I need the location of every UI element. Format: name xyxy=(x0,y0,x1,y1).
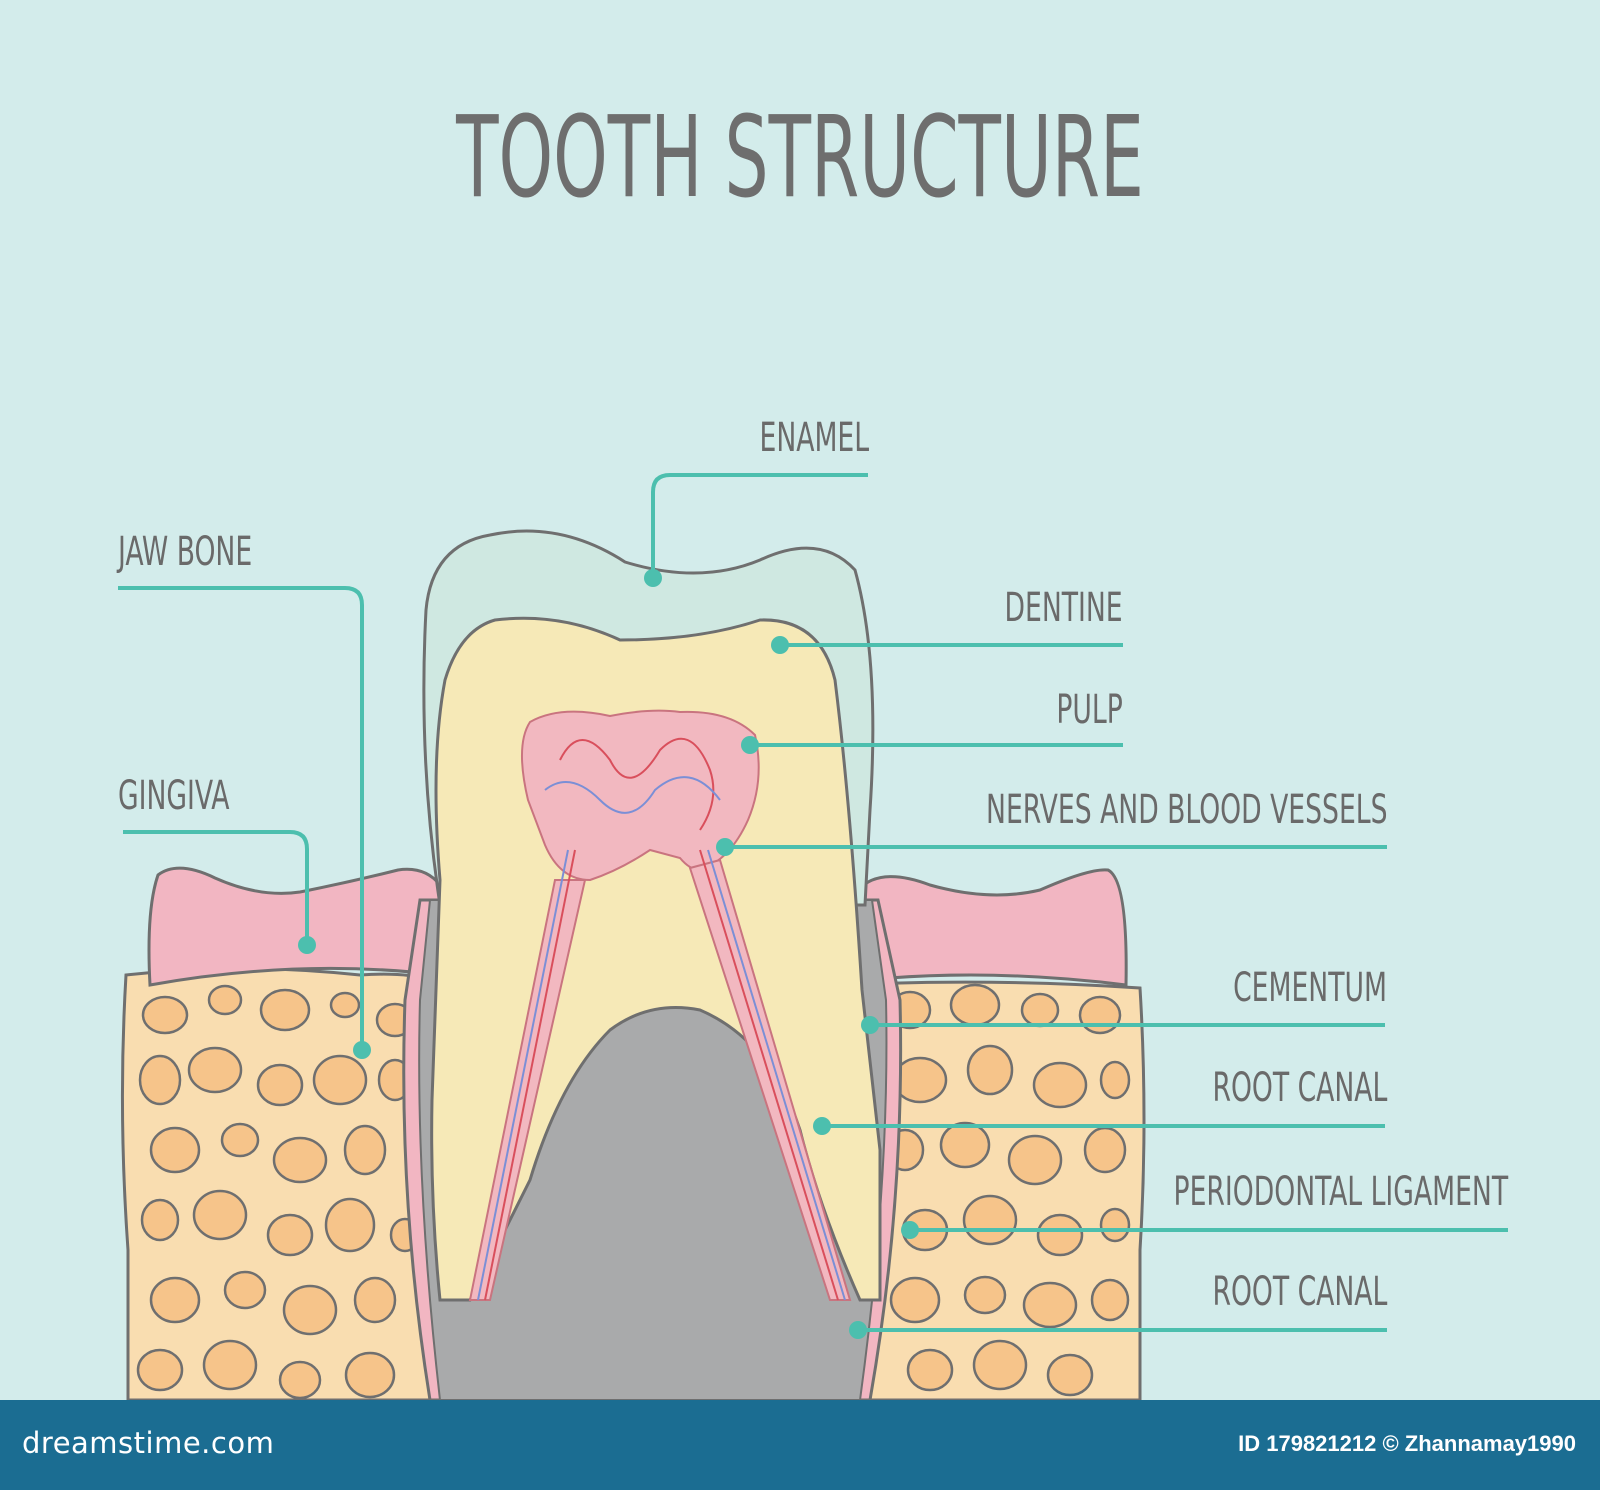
tooth-diagram xyxy=(118,473,1508,1400)
bone-cell xyxy=(1083,1126,1127,1174)
bone-cell xyxy=(1090,1278,1130,1322)
bone-cell xyxy=(1007,1134,1063,1186)
bone-cell xyxy=(949,983,1001,1027)
bone-cell xyxy=(1078,995,1122,1035)
bone-cell xyxy=(138,1054,182,1106)
footer-brand[interactable]: dreamstime.com xyxy=(22,1426,275,1460)
bone-cell xyxy=(1036,1213,1084,1257)
bone-cell xyxy=(202,1339,258,1391)
leader-lines xyxy=(118,473,1508,1332)
bone-cell xyxy=(1099,1060,1131,1100)
bone-cell xyxy=(1099,1207,1131,1243)
bone-cell xyxy=(962,1194,1018,1246)
bone-cell xyxy=(272,1136,328,1184)
footer-credit: ID 179821212 © Zhannamay1990 xyxy=(1238,1431,1576,1456)
bone-cell xyxy=(1032,1061,1088,1109)
bone-cell xyxy=(1022,1281,1078,1329)
label-periodontal-ligament: PERIODONTAL LIGAMENT xyxy=(1173,1169,1508,1215)
label-enamel: ENAMEL xyxy=(759,415,869,461)
bone-cell xyxy=(329,991,361,1019)
label-pulp: PULP xyxy=(1056,687,1123,733)
bone-cell xyxy=(1020,992,1060,1028)
leader-dots xyxy=(298,569,919,1339)
bone-cell xyxy=(192,1189,248,1241)
bone-cell xyxy=(966,1044,1014,1096)
label-dentine: DENTINE xyxy=(1004,585,1123,631)
bone-cell xyxy=(207,984,243,1016)
bone-cell xyxy=(266,1213,314,1257)
footer-bar: dreamstime.com ID 179821212 © Zhannamay1… xyxy=(0,1400,1600,1490)
bone-cell xyxy=(223,1270,267,1310)
bone-cell xyxy=(906,1348,954,1392)
bone-cell xyxy=(343,1124,387,1176)
bone-cell xyxy=(889,1276,941,1324)
bone-cell xyxy=(353,1276,397,1324)
pulp xyxy=(521,709,760,882)
gingiva-left xyxy=(147,866,442,987)
bone-cell xyxy=(141,995,189,1035)
bone-cell xyxy=(939,1121,991,1169)
nerves-and-blood-vessels xyxy=(477,737,846,1301)
bone-cell xyxy=(187,1046,243,1094)
bone-cell xyxy=(278,1360,322,1400)
bone-cell xyxy=(282,1284,338,1336)
label-gingiva: GINGIVA xyxy=(118,773,230,819)
bone-cell xyxy=(220,1122,260,1158)
bone-cell xyxy=(1046,1353,1094,1397)
bone-cell xyxy=(136,1348,184,1392)
bone-cell xyxy=(963,1275,1007,1315)
bone-cell xyxy=(344,1351,396,1399)
label-nerves-and-blood-vessels: NERVES AND BLOOD VESSELS xyxy=(985,787,1387,833)
label-root-canal-1: ROOT CANAL xyxy=(1212,1065,1387,1111)
label-cementum: CEMENTUM xyxy=(1233,965,1387,1011)
label-jaw-bone: JAW BONE xyxy=(118,529,253,575)
label-root-canal-2: ROOT CANAL xyxy=(1212,1269,1387,1315)
bone-cell xyxy=(312,1054,368,1106)
diagram-title: TOOTH STRUCTURE xyxy=(456,93,1144,223)
gingiva-right xyxy=(856,868,1128,987)
bone-cell xyxy=(324,1197,376,1253)
bone-cell xyxy=(259,988,311,1032)
bone-cell xyxy=(149,1276,201,1324)
bone-cell xyxy=(256,1063,304,1107)
bone-cell xyxy=(140,1198,180,1242)
bone-cell xyxy=(972,1339,1028,1391)
bone-cell xyxy=(149,1126,201,1174)
bone-cells xyxy=(136,983,1131,1400)
